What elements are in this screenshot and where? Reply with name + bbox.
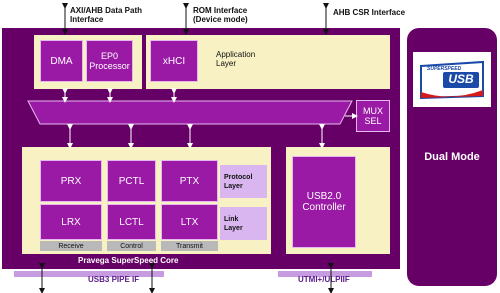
lrx-block: LRX [40, 204, 102, 240]
prx-block: PRX [40, 160, 102, 202]
transmit-label: Transmit [161, 241, 218, 251]
rom-interface-label: ROM Interface (Device mode) [193, 6, 248, 24]
ahb-csr-interface-label: AHB CSR Interface [333, 8, 406, 17]
pctl-block: PCTL [107, 160, 156, 202]
superspeed-usb-logo-icon [420, 60, 484, 100]
mux-sel-block: MUX SEL [356, 100, 390, 132]
dual-mode-label: Dual Mode [424, 151, 480, 163]
panel-divider [142, 35, 146, 89]
logo-superspeed-text: SUPERSPEED [427, 66, 462, 72]
ltx-block: LTX [161, 204, 218, 240]
core-label: Pravega SuperSpeed Core [78, 256, 179, 265]
usb3-pipe-bar [14, 271, 164, 277]
utmi-bar [278, 271, 372, 277]
application-layer-label: Application Layer [216, 50, 256, 68]
ep0-processor-block: EP0 Processor [86, 40, 133, 82]
lctl-block: LCTL [107, 204, 156, 240]
utmi-label: UTMI+/ULPIIF [298, 275, 350, 284]
dma-block: DMA [40, 40, 83, 82]
protocol-layer-label: Protocol Layer [220, 165, 267, 198]
usb-logo-box: SUPERSPEED USB [413, 52, 491, 107]
ptx-block: PTX [161, 160, 218, 202]
link-layer-label: Link Layer [220, 207, 267, 240]
usb3-pipe-label: USB3 PIPE IF [88, 275, 140, 284]
control-label: Control [107, 241, 156, 251]
receive-label: Receive [40, 241, 102, 251]
axi-ahb-interface-label: AXI/AHB Data Path Interface [70, 6, 143, 24]
xhci-block: xHCI [150, 40, 198, 82]
logo-usb-text: USB [448, 72, 474, 86]
usb2-controller-block: USB2.0 Controller [292, 156, 356, 248]
